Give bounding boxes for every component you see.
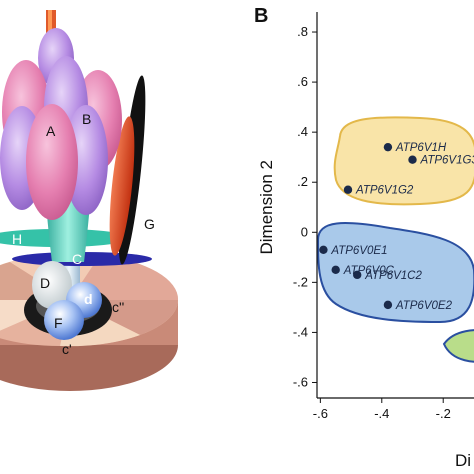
label-h: H — [12, 231, 22, 247]
point-label: ATP6V1G3 — [420, 155, 474, 167]
label-f: F — [54, 315, 63, 331]
point-label: ATP6V0E1 — [330, 245, 387, 257]
scatter-panel: B Dimension 2 Di .8 .6 .4 .2 0 -.2 -.4 -.6 -.6 -.… — [254, 5, 474, 470]
point-label: ATP6V1C2 — [364, 270, 422, 282]
subunit-g-red — [109, 116, 135, 256]
x-tick-label: -.4 — [374, 406, 389, 421]
label-c-prime: c' — [62, 341, 72, 357]
y-tick-label: .8 — [297, 24, 308, 39]
label-d-lower: d — [84, 291, 93, 307]
data-point — [353, 270, 362, 280]
cluster-regions — [316, 116, 474, 363]
label-g: G — [144, 216, 155, 232]
y-tick-label: 0 — [301, 224, 308, 239]
panel-label-b: B — [254, 5, 268, 27]
y-tick-label: .4 — [297, 124, 308, 139]
label-c-double-prime: c'' — [112, 299, 124, 315]
cluster-region — [442, 329, 474, 363]
y-axis-title: Dimension 2 — [257, 160, 276, 255]
data-point — [343, 185, 353, 194]
x-tick-label: -.2 — [436, 406, 451, 421]
point-label: ATP6V1G2 — [355, 185, 414, 197]
data-point — [383, 142, 393, 152]
label-a: A — [46, 123, 56, 139]
cluster-region — [333, 116, 474, 206]
data-points: ATP6V1HATP6V1G3ATP6V1G2ATP6V0E1ATP6V0CAT… — [319, 142, 474, 312]
vatpase-structure: A B G H C D d F c' c'' — [0, 10, 179, 391]
point-label: ATP6V0E2 — [395, 300, 453, 312]
data-point — [331, 265, 340, 275]
subunit-a — [26, 104, 78, 220]
label-d-upper: D — [40, 275, 50, 291]
cluster-region — [316, 222, 474, 324]
x-axis-title: Di — [455, 451, 471, 470]
data-point — [383, 300, 393, 310]
label-b: B — [82, 111, 91, 127]
data-point — [319, 245, 328, 255]
subunit-f — [44, 300, 84, 340]
label-c: C — [72, 251, 82, 267]
subunit-d-upper — [32, 261, 72, 309]
y-tick-label: -.4 — [293, 324, 308, 339]
data-point — [408, 155, 417, 164]
point-label: ATP6V1H — [395, 142, 447, 154]
y-tick-label: .2 — [297, 174, 308, 189]
y-tick-label: .6 — [297, 74, 308, 89]
x-tick-label: -.6 — [313, 406, 328, 421]
c-ring-base — [0, 253, 179, 391]
y-tick-label: -.6 — [293, 374, 308, 389]
axes: .8 .6 .4 .2 0 -.2 -.4 -.6 -.6 -.4 -.2 — [293, 12, 474, 421]
y-tick-label: -.2 — [293, 274, 308, 289]
